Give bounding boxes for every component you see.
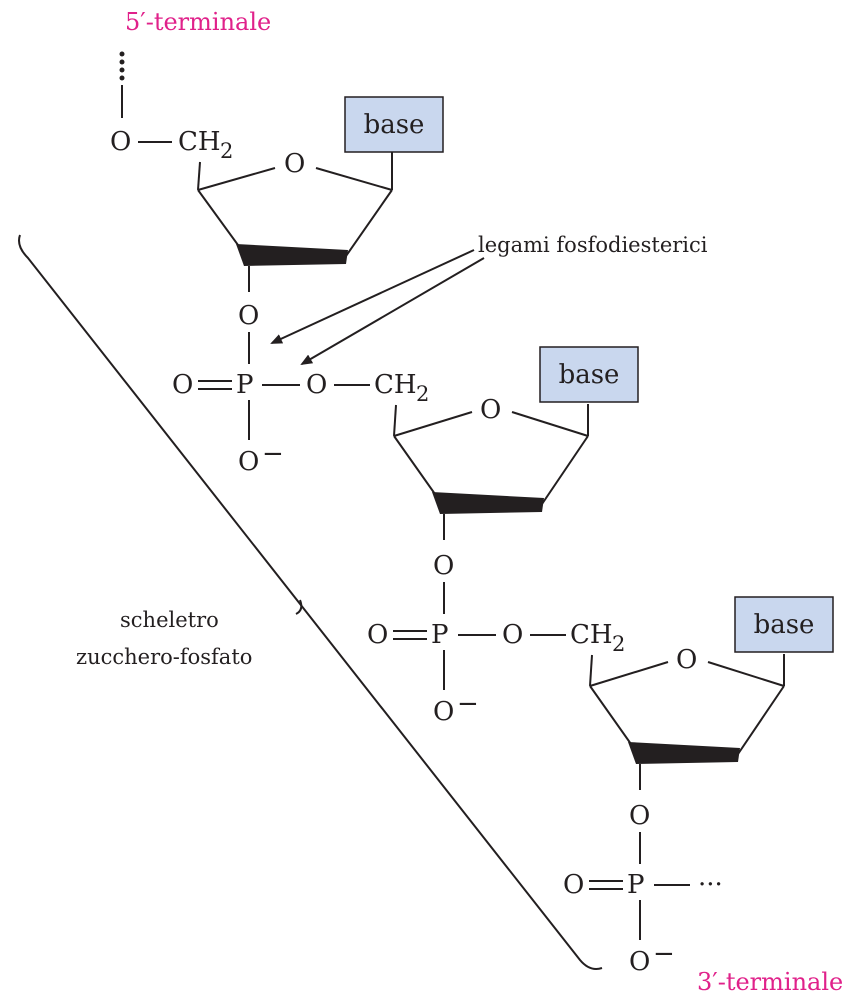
ch2-group: CH (374, 370, 417, 400)
ch2-subscript: 2 (220, 139, 233, 163)
sugar-ring (393, 435, 589, 505)
nucleotide-1: O CH 2 O base O (110, 96, 444, 364)
arrow-to-p-o-bond-right (300, 257, 485, 366)
double-bonded-oxygen: O (172, 370, 193, 400)
ring-bold-edge (432, 492, 544, 514)
phosphate-group-2: O P O − (367, 620, 496, 727)
o-minus: O (238, 447, 259, 477)
three-prime-terminal-label: 3′-terminale (697, 968, 843, 996)
ester-oxygen-3prime: O (238, 301, 259, 331)
ch2-subscript: 2 (612, 632, 625, 656)
phosphorus: P (236, 370, 254, 400)
base-label: base (364, 110, 425, 140)
five-prime-terminal-label: 5′-terminale (125, 8, 271, 36)
backbone-label-line1: scheletro (120, 608, 219, 632)
backbone-label-line2: zucchero-fosfato (76, 645, 252, 669)
o-minus: O (629, 947, 650, 977)
sugar-ring (197, 189, 393, 257)
arrow-to-p-o-bond-left (270, 249, 475, 344)
ring-oxygen: O (284, 149, 305, 179)
double-bonded-oxygen: O (367, 620, 388, 650)
double-bonded-oxygen: O (563, 870, 584, 900)
ester-oxygen-5prime: O (110, 127, 131, 157)
ester-oxygen-3prime: O (433, 551, 454, 581)
minus-charge: − (653, 939, 675, 969)
ring-oxygen: O (676, 645, 697, 675)
phosphate-group-3: O P ··· O − (563, 870, 723, 977)
base-box (734, 596, 834, 653)
phosphodiester-bonds-label: legami fosfodiesterici (478, 233, 708, 257)
nucleotide-3: O CH 2 O base O (502, 596, 834, 864)
base-label: base (559, 360, 620, 390)
phosphate-group-1: O P O − (172, 370, 300, 477)
phosphorus: P (431, 620, 449, 650)
backbone-bracket (18, 234, 603, 970)
ring-bold-edge (628, 742, 740, 764)
ch2-group: CH (178, 127, 221, 157)
ch2-subscript: 2 (416, 382, 429, 406)
base-label: base (754, 610, 815, 640)
minus-charge: − (262, 439, 284, 469)
ester-oxygen-5prime: O (502, 620, 523, 650)
minus-charge: − (457, 689, 479, 719)
ch2-group: CH (570, 620, 613, 650)
ring-bold-edge (236, 244, 348, 266)
base-box (344, 96, 444, 153)
ester-oxygen-3prime: O (629, 801, 650, 831)
phosphorus: P (627, 870, 645, 900)
sugar-ring (589, 685, 785, 755)
base-box (539, 346, 639, 403)
chain-continuation-dots (119, 51, 125, 118)
o-minus: O (433, 697, 454, 727)
ring-oxygen: O (480, 395, 501, 425)
backbone-bracket-notch (295, 599, 303, 615)
chain-continuation-ellipsis: ··· (698, 870, 723, 900)
nucleotide-2: O CH 2 O base O (306, 346, 639, 614)
ester-oxygen-5prime: O (306, 370, 327, 400)
